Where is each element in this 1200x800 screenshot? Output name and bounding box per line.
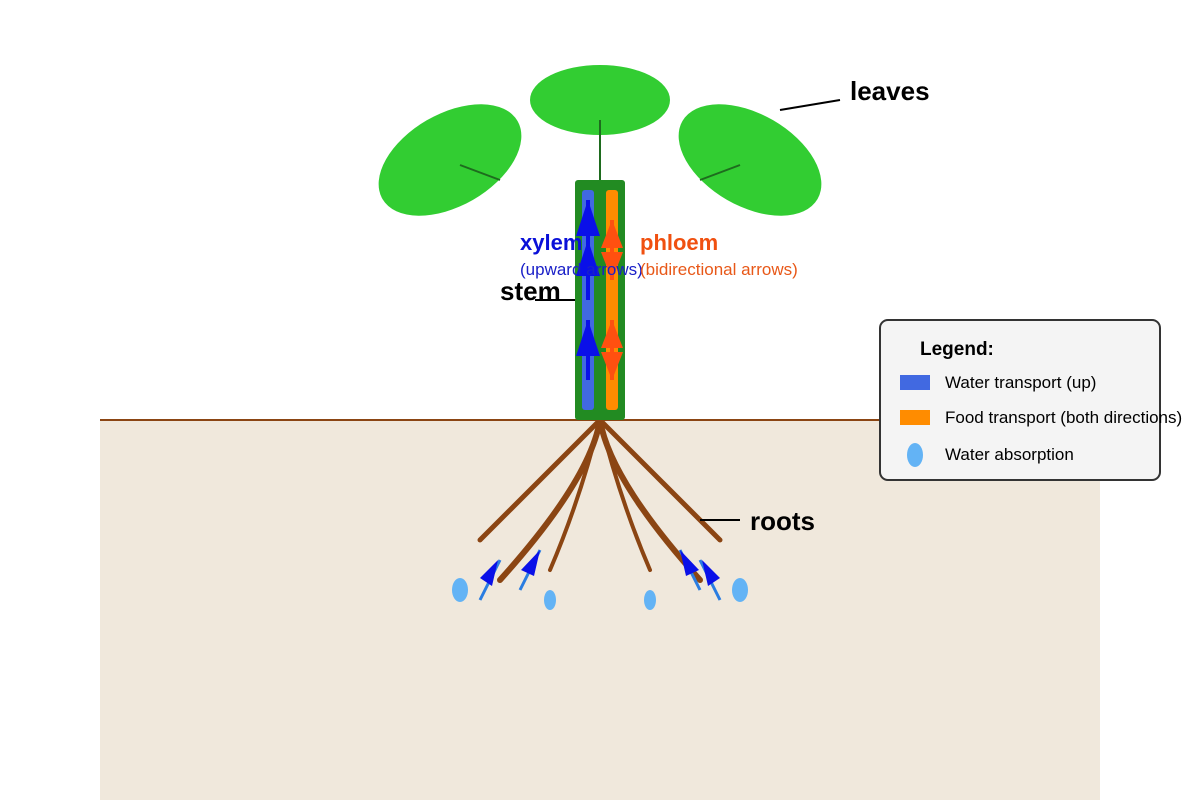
phloem-label: phloem <box>640 230 718 255</box>
leaf-left <box>378 104 522 216</box>
food-transport-swatch <box>900 410 930 425</box>
absorption-arrows <box>478 549 722 601</box>
legend-item-water-transport: Water transport (up) <box>945 373 1096 392</box>
water-drop <box>644 590 656 610</box>
leaf-right-vein <box>699 164 741 181</box>
xylem-arrows <box>576 200 600 380</box>
water-drop-icon <box>907 443 923 467</box>
phloem-arrows <box>601 220 623 380</box>
xylem-sublabel: (upward arrows) <box>520 260 643 279</box>
leaves-leader-line <box>779 99 841 111</box>
leaves-label: leaves <box>850 76 930 106</box>
roots <box>477 417 723 583</box>
legend-box <box>879 319 1161 481</box>
legend-item-food-transport: Food transport (both directions) <box>945 408 1182 427</box>
legend: Legend: Water transport (up) Food transp… <box>879 319 1182 481</box>
root-5 <box>597 417 703 583</box>
leaf-left-vein <box>459 164 501 181</box>
legend-item-water-absorption: Water absorption <box>945 445 1074 464</box>
root-3 <box>548 418 602 572</box>
water-droplets <box>452 578 748 610</box>
phloem-sublabel: (bidirectional arrows) <box>640 260 798 279</box>
root-1 <box>477 417 603 543</box>
absorption-arrowhead <box>521 550 540 576</box>
water-drop <box>544 590 556 610</box>
soil <box>100 420 1100 800</box>
absorption-arrowhead <box>702 560 720 586</box>
absorption-arrowhead <box>680 550 699 576</box>
absorption-arrowhead <box>480 560 498 586</box>
root-6 <box>597 417 723 543</box>
leaf-right <box>678 104 822 216</box>
water-drop <box>452 578 468 602</box>
legend-title: Legend: <box>920 339 994 360</box>
roots-label: roots <box>750 506 815 536</box>
stem-label: stem <box>500 276 561 306</box>
leaf-top <box>530 65 670 135</box>
xylem-label: xylem <box>520 230 582 255</box>
water-transport-swatch <box>900 375 930 390</box>
water-drop <box>732 578 748 602</box>
